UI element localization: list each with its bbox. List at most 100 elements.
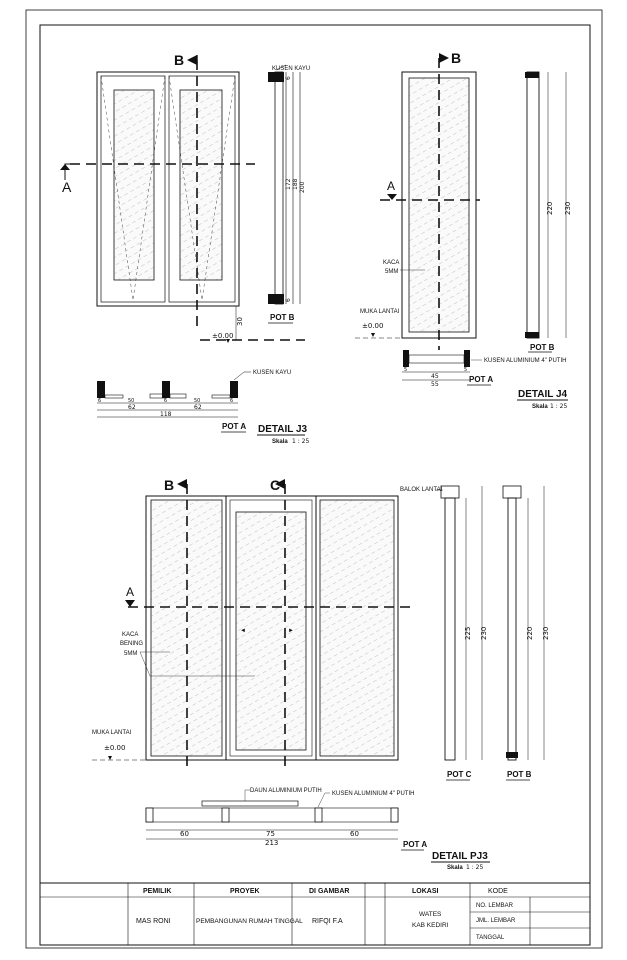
tb-tanggal: TANGGAL — [476, 935, 505, 941]
detail-pj3: B C A KACA BENING 5MM ◄ ► MUKA LANTAI ±0… — [92, 477, 550, 871]
j4-dim-5a: 5 — [404, 367, 407, 373]
j3-potb-section — [274, 71, 284, 305]
j4-title: DETAIL J4 — [518, 389, 568, 400]
j4-label-b: B — [451, 50, 461, 66]
pj3-daun-sliding — [201, 800, 299, 807]
pj3-title: DETAIL PJ3 — [432, 851, 488, 862]
j4-dim-230: 230 — [564, 202, 572, 215]
j4-dim-220: 220 — [546, 202, 554, 215]
pj3-dim-60a: 60 — [180, 830, 189, 838]
pj3-potc-balok — [440, 485, 460, 499]
j4-dim-45: 45 — [431, 373, 439, 380]
j4-dim-55: 55 — [431, 381, 439, 388]
j3-dim-b-6a: 6 — [98, 398, 101, 404]
detail-j4: B A KACA 5MM MUKA LANTAI ±0.00 220 230 P… — [355, 50, 572, 410]
detail-j3: A B 30 ±0.00 6 172 188 200 6 KUSEN KAYU … — [60, 52, 310, 445]
j3-dim-172: 172 — [285, 178, 292, 190]
j3-dim-62b: 62 — [194, 404, 202, 411]
tb-header-pemilik: PEMILIK — [143, 888, 171, 895]
j4-label-5mm: 5MM — [385, 269, 398, 275]
j3-level: ±0.00 — [212, 332, 233, 340]
tb-jml-lembar: JML. LEMBAR — [476, 918, 516, 924]
pj3-scale-value: 1 : 25 — [466, 864, 483, 871]
pj3-label-5mm: 5MM — [124, 651, 137, 657]
tb-header-kode: KODE — [488, 888, 508, 895]
pj3-label-pot-a: POT A — [403, 840, 427, 849]
tb-value-lokasi-2: KAB KEDIRI — [412, 922, 449, 929]
pj3-label-bening: BENING — [120, 641, 143, 647]
j3-potb-top-frame — [268, 72, 284, 82]
j3-leaf-left — [100, 75, 166, 303]
j4-arrow-a-icon — [387, 194, 397, 200]
pj3-arrow-a-icon — [125, 600, 135, 607]
svg-text:►: ► — [288, 628, 294, 634]
j3-label-pot-a: POT A — [222, 422, 246, 431]
pj3-potc-section — [444, 497, 456, 761]
j3-scale-value: 1 : 25 — [292, 438, 309, 445]
j4-label-kusen-aluminium: KUSEN ALUMINIUM 4" PUTIH — [484, 358, 566, 364]
pj3-dim-230-c: 230 — [480, 627, 488, 640]
pj3-label-a: A — [126, 585, 134, 599]
tb-value-lokasi-1: WATES — [419, 911, 442, 918]
j3-frame — [96, 71, 240, 307]
j3-dim-6-bottom: 6 — [285, 298, 292, 302]
pj3-label-muka-lantai: MUKA LANTAI — [92, 730, 132, 736]
j3-label-a: A — [62, 179, 72, 195]
pj3-potb-section — [507, 497, 517, 761]
pj3-frame — [145, 495, 399, 761]
j3-leaf-right — [168, 75, 236, 303]
j3-scale-label: Skala — [272, 439, 288, 445]
j4-scale-value: 1 : 25 — [550, 403, 567, 410]
pj3-arrow-c-icon — [275, 479, 285, 489]
pj3-dim-230-b: 230 — [542, 627, 550, 640]
j4-label-pot-a: POT A — [469, 375, 493, 384]
j4-scale-label: Skala — [532, 404, 548, 410]
j3-dim-6-top: 6 — [285, 76, 292, 80]
j3-arrow-b-icon — [187, 55, 197, 65]
pj3-label-daun-aluminium: DAUN ALUMINIUM PUTIH — [250, 788, 322, 794]
tb-no-lembar: NO. LEMBAR — [476, 903, 514, 909]
pj3-label-pot-b: POT B — [507, 770, 532, 779]
pj3-leaf-middle — [229, 499, 313, 757]
pj3-level: ±0.00 — [104, 744, 125, 752]
j4-label-a: A — [387, 179, 395, 193]
j3-potb-bottom-frame — [268, 294, 284, 304]
tb-value-pemilik: MAS RONI — [136, 918, 171, 925]
j3-glass-right — [179, 89, 223, 281]
pj3-dim-220: 220 — [526, 627, 534, 640]
j4-label-muka-lantai: MUKA LANTAI — [360, 309, 400, 315]
j4-potb-section — [526, 71, 540, 339]
j3-arrow-a-icon — [60, 164, 70, 170]
j3-dim-200: 200 — [299, 181, 306, 193]
pj3-scale-label: Skala — [447, 865, 463, 871]
j3-label-kusen-kayu-top: KUSEN KAYU — [272, 66, 310, 72]
j4-label-kaca: KACA — [383, 260, 399, 266]
j3-dim-62a: 62 — [128, 404, 136, 411]
pj3-pota-plan — [145, 807, 399, 823]
tb-value-digambar: RIFQI F.A — [312, 918, 343, 925]
outer-border — [25, 9, 603, 949]
j3-glass-left — [113, 89, 155, 281]
j3-pota-jamb-left — [97, 381, 105, 398]
tb-header-digambar: DI GAMBAR — [309, 888, 349, 895]
j4-dim-5b: 5 — [464, 367, 467, 373]
j3-dim-b-6b: 6 — [164, 398, 167, 404]
j3-label-b: B — [174, 52, 184, 68]
j4-arrow-b-icon — [439, 53, 449, 63]
pj3-arrow-b-icon — [177, 479, 187, 489]
j4-label-pot-b: POT B — [530, 343, 555, 352]
pj3-label-pot-c: POT C — [447, 770, 472, 779]
tb-value-proyek: PEMBANGUNAN RUMAH TINGGAL — [196, 918, 303, 925]
title-block: PEMILIK PROYEK DI GAMBAR LOKASI KODE MAS… — [39, 882, 591, 946]
pj3-label-kusen-aluminium: KUSEN ALUMINIUM 4" PUTIH — [332, 791, 414, 797]
pj3-dim-60b: 60 — [350, 830, 359, 838]
pj3-potb-balok — [502, 485, 522, 499]
pj3-dim-225: 225 — [464, 627, 472, 640]
j3-pota-jamb-right — [230, 381, 238, 398]
j3-dim-b-6c: 6 — [230, 398, 233, 404]
j3-label-pot-b: POT B — [270, 313, 295, 322]
tb-header-lokasi: LOKASI — [412, 888, 439, 895]
j3-dim-118: 118 — [160, 411, 172, 418]
j3-title: DETAIL J3 — [258, 424, 308, 435]
